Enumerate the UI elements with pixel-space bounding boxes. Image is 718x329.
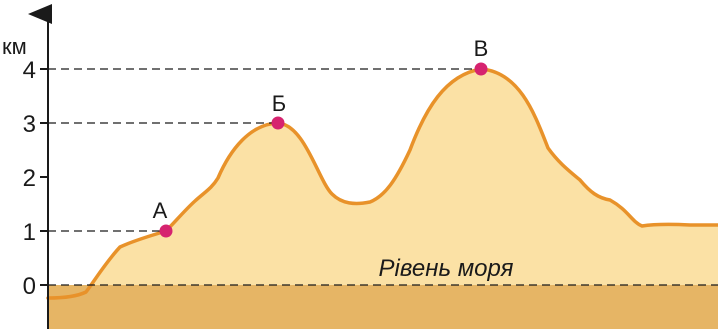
tick-label-0: 0 [23,273,36,300]
point-a-label: А [153,198,168,223]
sea-level-label: Рівень моря [379,255,514,282]
tick-label-2: 2 [23,165,36,192]
point-b-marker [272,117,285,130]
axis-unit-label: км [2,34,27,59]
ground-layer [48,285,718,329]
tick-label-4: 4 [23,57,36,84]
point-b-label: Б [272,91,286,116]
point-a-marker [160,225,173,238]
tick-label-3: 3 [23,111,36,138]
tick-label-1: 1 [23,219,36,246]
point-v-marker [475,63,488,76]
point-v-label: В [474,36,489,61]
